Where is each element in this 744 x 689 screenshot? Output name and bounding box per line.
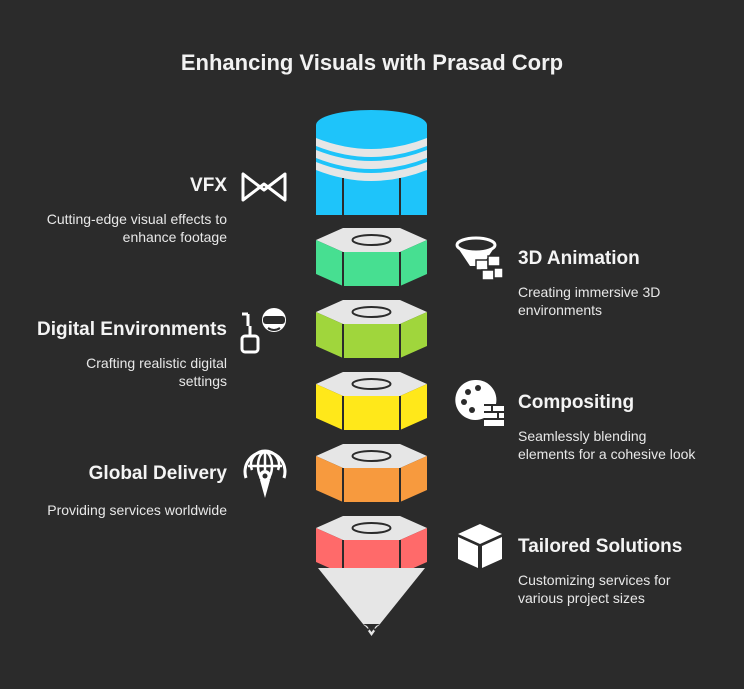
3d-cubes-icon (455, 236, 504, 281)
tailored-solutions-description: Customizing services for various project… (518, 571, 738, 607)
digital-environments-description: Crafting realistic digital settings (7, 354, 227, 390)
box-icon (458, 524, 502, 568)
digital-environments-label: Digital Environments (36, 319, 227, 340)
3d-animation-description: Creating immersive 3D environments (518, 283, 738, 319)
3d-desc-line2: environments (518, 302, 603, 318)
tailored-desc-line2: various project sizes (518, 590, 645, 606)
global-delivery-description: Providing services worldwide (7, 501, 227, 519)
digital-desc-line1: Crafting realistic digital (86, 355, 227, 371)
compositing-desc-line2: elements for a cohesive look (518, 446, 696, 462)
digital-desc-line2: settings (178, 373, 227, 389)
vfx-label: VFX (190, 175, 227, 196)
tailored-solutions-label: Tailored Solutions (518, 536, 683, 557)
vfx-desc-line2: enhance footage (122, 229, 227, 245)
compositing-description: Seamlessly blending elements for a cohes… (518, 427, 738, 463)
page-title: Enhancing Visuals with Prasad Corp (180, 50, 564, 75)
vfx-desc-line1: Cutting-edge visual effects to (46, 211, 227, 227)
vfx-description: Cutting-edge visual effects to enhance f… (7, 210, 227, 246)
layer-red (316, 516, 427, 574)
infinity-icon (241, 172, 287, 202)
global-delivery-label: Global Delivery (88, 463, 227, 484)
top-cylinder (316, 110, 427, 215)
bottom-cone (318, 568, 425, 636)
layer-yellow (316, 372, 427, 430)
palette-icon (455, 379, 504, 426)
compositing-label: Compositing (518, 392, 635, 413)
layer-orange (316, 444, 427, 502)
compositing-desc-line1: Seamlessly blending (518, 428, 647, 444)
3d-animation-label: 3D Animation (518, 248, 640, 269)
vr-headset-icon (240, 308, 286, 354)
global-desc-line1: Providing services worldwide (47, 502, 227, 518)
tailored-desc-line1: Customizing services for (518, 572, 671, 588)
3d-desc-line1: Creating immersive 3D (518, 284, 661, 300)
layer-lime (316, 300, 427, 358)
globe-pin-icon (243, 449, 287, 498)
layer-green (316, 228, 427, 286)
